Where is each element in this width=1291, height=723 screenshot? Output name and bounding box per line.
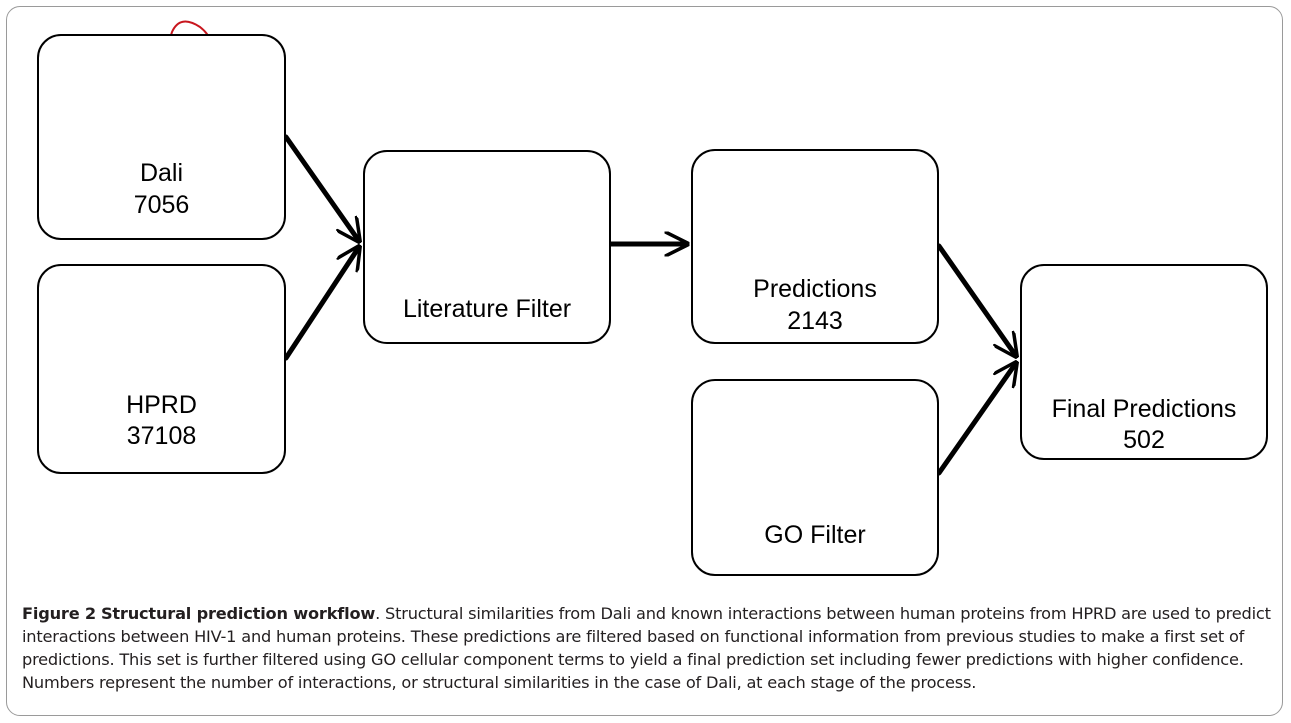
arrow-hprd-to-literature [283,247,359,361]
final-predictions-label: Final Predictions [1051,395,1237,423]
figure-title-suffix: . [375,604,381,623]
dali-label: Dali [139,159,184,187]
node-go-filter [691,379,939,576]
figure-caption-text: Structural similarities from Dali and kn… [22,604,1271,692]
node-hprd [37,264,286,474]
figure-label: Figure 2 [22,604,96,623]
node-literature-filter [363,150,611,344]
figure-caption: Figure 2 Structural prediction workflow.… [22,602,1274,694]
arrow-dali-to-literature [283,134,359,241]
hprd-count: 37108 [126,422,197,450]
arrow-predictions-to-final [936,243,1016,356]
go-filter-label: GO Filter [764,521,866,549]
literature-filter-label: Literature Filter [402,295,572,323]
edges [283,134,1016,476]
predictions-label: Predictions [753,275,877,303]
node-dali [37,34,286,240]
predictions-count: 2143 [787,307,843,335]
dali-count: 7056 [133,191,190,219]
node-final-predictions [1020,264,1268,460]
hprd-label: HPRD [126,391,197,419]
figure-title: Structural prediction workflow [100,604,376,623]
node-predictions [691,149,939,344]
arrow-go-to-final [936,363,1016,476]
final-predictions-count: 502 [1123,426,1165,454]
